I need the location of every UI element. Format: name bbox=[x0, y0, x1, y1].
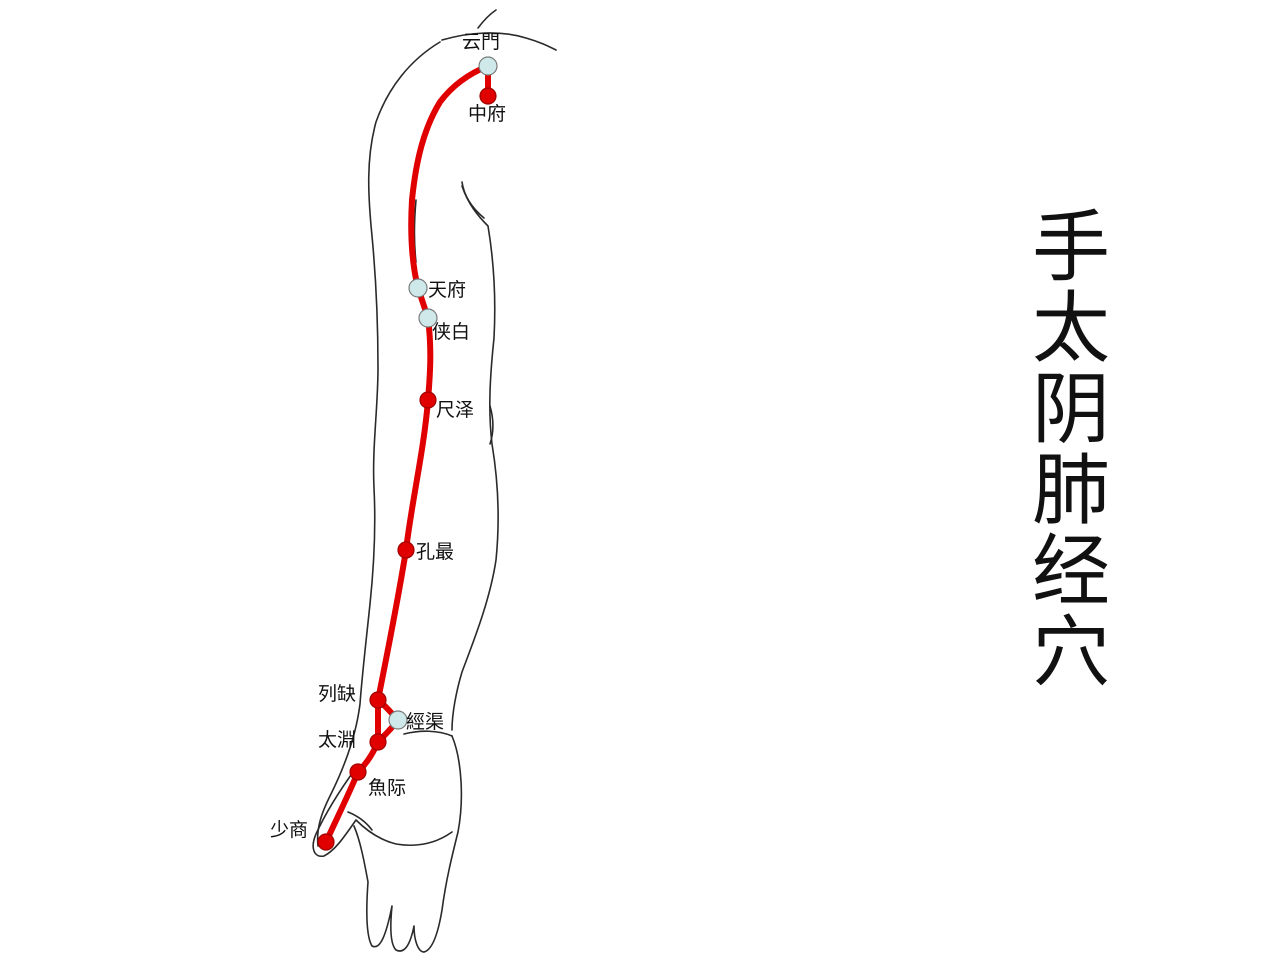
acupoint-marker-red bbox=[349, 763, 367, 781]
acupoint: 天府 bbox=[408, 278, 466, 301]
acupoint-label: 列缺 bbox=[318, 683, 356, 705]
arm-inner-edge bbox=[451, 185, 499, 731]
acupoint: 列缺 bbox=[318, 683, 387, 709]
fingers-outline bbox=[353, 825, 425, 953]
acupoint-label: 中府 bbox=[468, 103, 506, 125]
acupoint-label: 經渠 bbox=[406, 711, 444, 733]
page-title: 手 太 阴 肺 经 穴 bbox=[1026, 208, 1116, 694]
title-char: 肺 bbox=[1031, 446, 1110, 536]
wrist-crease bbox=[403, 730, 453, 737]
acupoint: 尺泽 bbox=[419, 391, 474, 421]
arm-outline bbox=[312, 9, 557, 953]
acupoint-marker-blue bbox=[388, 710, 408, 730]
meridian-line bbox=[323, 63, 491, 845]
acupoint-label: 少商 bbox=[270, 819, 308, 841]
acupoint-label: 太淵 bbox=[318, 729, 356, 751]
collar-line bbox=[477, 9, 497, 29]
acupoint-label: 魚际 bbox=[368, 777, 406, 799]
palm-outline bbox=[423, 735, 463, 953]
acupoint: 少商 bbox=[270, 819, 335, 851]
thumb-outline bbox=[312, 767, 453, 858]
acupoint-marker-blue bbox=[408, 278, 428, 298]
title-char: 经 bbox=[1031, 527, 1110, 617]
acupoint: 經渠 bbox=[388, 710, 444, 733]
acupoint-label: 天府 bbox=[428, 279, 466, 301]
shoulder-top-line bbox=[441, 32, 557, 51]
acupoint: 太淵 bbox=[318, 729, 387, 751]
acupoint-marker-red bbox=[397, 541, 415, 559]
acupoint-marker-red bbox=[369, 691, 387, 709]
title-char: 阴 bbox=[1031, 365, 1110, 455]
acupoint: 中府 bbox=[468, 87, 506, 125]
acupoint: 魚际 bbox=[349, 763, 406, 799]
arm-outer-edge bbox=[316, 41, 441, 847]
acupoint-label: 尺泽 bbox=[436, 399, 474, 421]
acupoint-marker-red bbox=[479, 87, 497, 105]
acupoint-marker-red bbox=[317, 833, 335, 851]
acupoint: 孔最 bbox=[397, 541, 454, 563]
elbow-crease bbox=[489, 405, 494, 445]
acupoint: 侠白 bbox=[418, 308, 470, 343]
acupoint-marker-blue bbox=[418, 308, 438, 328]
acupoint-label: 云門 bbox=[462, 31, 500, 53]
armpit-fold bbox=[461, 181, 485, 219]
acupoint: 云門 bbox=[462, 31, 500, 76]
acupoint-label: 孔最 bbox=[416, 541, 454, 563]
acupoint-marker-red bbox=[369, 733, 387, 751]
acupoint-marker-red bbox=[419, 391, 437, 409]
title-char: 穴 bbox=[1031, 608, 1110, 698]
acupoint-marker-blue bbox=[478, 56, 498, 76]
title-char: 手 bbox=[1031, 203, 1110, 293]
thumb-crease bbox=[347, 811, 373, 831]
title-char: 太 bbox=[1031, 284, 1110, 374]
acupoint-label: 侠白 bbox=[432, 321, 470, 343]
